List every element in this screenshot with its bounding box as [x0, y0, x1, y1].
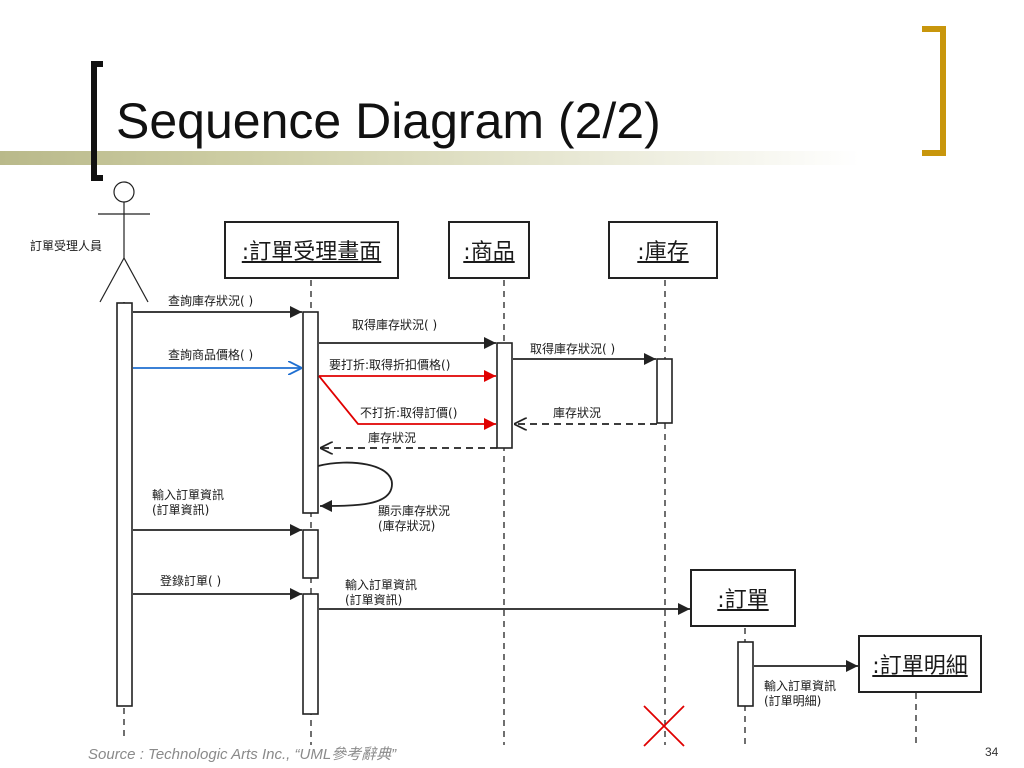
label-create-order-line2: (訂單資訊): [345, 593, 403, 607]
activation-order: [737, 641, 754, 707]
label-discount-price: 要打折:取得折扣價格(): [329, 358, 451, 372]
destroy-mark: [643, 705, 685, 747]
label-query-price: 查詢商品價格( ): [168, 348, 254, 362]
label-create-order-detail-line1: 輸入訂單資訊: [764, 679, 837, 693]
source-citation: Source : Technologic Arts Inc., “UML參考辭典…: [88, 746, 397, 763]
label-list-price: 不打折:取得訂價(): [360, 406, 458, 420]
object-order: :訂單: [690, 569, 796, 627]
label-input-order-info: 輸入訂單資訊 (訂單資訊): [152, 488, 224, 518]
label-display-stock: 顯示庫存狀況 (庫存狀況): [378, 504, 450, 534]
left-bracket-decoration: [91, 61, 103, 181]
activation-screen-1: [302, 311, 319, 514]
arrow-list-price: [318, 375, 496, 430]
object-stock: :庫存: [608, 221, 718, 279]
label-stock-return-2: 庫存狀況: [368, 431, 417, 445]
activation-product: [496, 342, 513, 449]
label-create-order: 輸入訂單資訊 (訂單資訊): [345, 578, 417, 608]
actor-name: 訂單受理人員: [30, 239, 103, 253]
object-order-screen: :訂單受理畫面: [224, 221, 399, 279]
object-product: :商品: [448, 221, 530, 279]
label-query-stock: 查詢庫存狀況( ): [168, 294, 254, 308]
right-bracket-decoration: [922, 26, 946, 156]
activation-stock: [656, 358, 673, 424]
label-create-order-line1: 輸入訂單資訊: [345, 578, 418, 592]
label-get-stock-2: 取得庫存狀況( ): [530, 342, 616, 356]
arrow-self-display: [317, 461, 393, 512]
actor-figure: [98, 181, 150, 303]
label-get-stock-1: 取得庫存狀況( ): [352, 318, 438, 332]
activation-screen-3: [302, 593, 319, 715]
slide-title: Sequence Diagram (2/2): [116, 93, 661, 149]
label-create-order-detail: 輸入訂單資訊 (訂單明細): [764, 679, 836, 709]
activation-actor: [116, 302, 133, 707]
label-input-order-info-line1: 輸入訂單資訊: [152, 488, 225, 502]
label-display-stock-line2: (庫存狀況): [378, 519, 436, 533]
label-display-stock-line1: 顯示庫存狀況: [378, 504, 451, 518]
title-underline-bar: [0, 151, 860, 165]
label-create-order-detail-line2: (訂單明細): [764, 694, 822, 708]
activation-screen-2: [302, 529, 319, 579]
label-stock-return-1: 庫存狀況: [553, 406, 602, 420]
object-order-detail: :訂單明細: [858, 635, 982, 693]
label-register-order: 登錄訂單( ): [160, 574, 222, 588]
label-input-order-info-line2: (訂單資訊): [152, 503, 210, 517]
page-number: 34: [985, 745, 999, 759]
